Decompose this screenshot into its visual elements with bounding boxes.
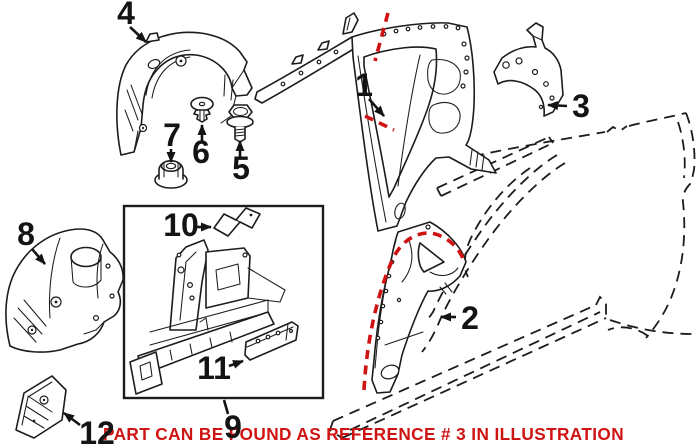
callout-4[interactable]: 4	[117, 0, 147, 43]
red-dash-outline-part-2	[362, 231, 466, 391]
callout-9[interactable]: 9	[222, 399, 242, 445]
callout-10[interactable]: 10	[163, 207, 212, 243]
car-body-dashed-outline	[328, 112, 696, 439]
callout-12[interactable]: 12	[63, 411, 115, 447]
svg-text:1[interactable]: 1	[355, 67, 373, 103]
callout-9-stem	[222, 399, 230, 415]
red-dash-line-top	[373, 12, 390, 62]
svg-text:9[interactable]: 9	[224, 409, 242, 445]
callout-1[interactable]: 1	[355, 67, 385, 117]
part-7-nut-drawing	[154, 160, 188, 189]
reference-note: PART CAN BE FOUND AS REFERENCE # 3 IN IL…	[103, 424, 624, 444]
svg-text:3[interactable]: 3	[572, 88, 590, 124]
part-10-drawing	[213, 207, 261, 237]
callout-12-arrow	[63, 411, 81, 427]
callout-2[interactable]: 2	[440, 300, 479, 336]
red-dash-line-mid	[364, 114, 395, 132]
svg-text:5[interactable]: 5	[232, 150, 250, 186]
part-9-assembly-drawing	[129, 239, 286, 395]
part-6-clip-drawing	[190, 96, 214, 123]
callout-6[interactable]: 6	[192, 124, 210, 170]
part-2-drawing	[371, 221, 467, 394]
callout-7[interactable]: 7	[163, 117, 181, 163]
part-3-drawing	[493, 22, 564, 117]
svg-text:12[interactable]: 12	[79, 415, 115, 447]
callouts-layer: 1 2 3 4 5 6 7 8	[17, 0, 590, 447]
part-11-drawing	[244, 321, 299, 361]
callout-5[interactable]: 5	[232, 140, 250, 186]
callout-11[interactable]: 11	[197, 350, 244, 386]
part-5-bolt-drawing	[226, 104, 254, 143]
svg-text:4[interactable]: 4	[117, 0, 135, 31]
part-4-drawing	[116, 31, 253, 156]
callout-1-arrow	[368, 98, 385, 117]
callout-3[interactable]: 3	[547, 88, 590, 124]
callout-11-arrow	[228, 359, 244, 369]
part-1-drawing	[254, 12, 497, 232]
red-dash-highlights	[362, 12, 466, 391]
svg-text:7[interactable]: 7	[163, 117, 181, 153]
svg-text:11[interactable]: 11	[197, 350, 231, 386]
part-12-drawing	[15, 375, 67, 439]
part-9-box	[122, 204, 325, 400]
callout-8-arrow	[31, 248, 46, 265]
svg-text:8[interactable]: 8	[17, 216, 35, 252]
callout-3-arrow	[547, 101, 568, 111]
svg-text:10[interactable]: 10	[163, 207, 199, 243]
svg-text:6[interactable]: 6	[192, 134, 210, 170]
callout-4-arrow	[129, 26, 147, 43]
svg-text:2[interactable]: 2	[461, 300, 479, 336]
callout-8[interactable]: 8	[17, 216, 46, 265]
